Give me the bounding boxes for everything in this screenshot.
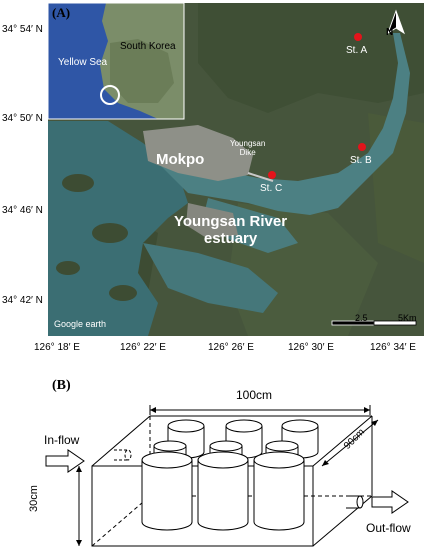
panel-b-diagram: (B) [0,372,428,550]
estuary-label-line1: Youngsan River [174,213,288,230]
lon-tick-5: 126° 34′ E [370,342,416,353]
lon-tick-3: 126° 26′ E [208,342,254,353]
inflow-label: In-flow [44,433,80,447]
station-c-marker [268,171,276,179]
north-arrow-label: N [386,27,394,38]
station-c-label: St. C [260,183,283,194]
satellite-map: (A) South Korea Yellow Sea N Mokpo Young… [48,3,424,336]
inset-sea-label: Yellow Sea [58,57,108,68]
lat-tick-3: 34° 46′ N [2,205,43,216]
station-b-label: St. B [350,155,372,166]
dike-label-line2: Dike [239,148,256,157]
estuary-label-line2: estuary [203,230,258,247]
station-b-marker [358,143,366,151]
mokpo-label: Mokpo [156,151,205,168]
google-earth-credit: Google earth [54,319,107,329]
dike-label-line1: Youngsan [230,139,266,148]
satellite-terrain [48,3,424,336]
lon-tick-4: 126° 30′ E [288,342,334,353]
width-label: 100cm [236,388,273,402]
lat-tick-2: 34° 50′ N [2,113,43,124]
station-a-label: St. A [346,45,368,56]
outflow-label: Out-flow [366,521,411,535]
inset-country-label: South Korea [120,41,176,52]
panel-a-label: (A) [52,5,71,20]
panel-a-map: 34° 54′ N 34° 50′ N 34° 46′ N 34° 42′ N … [2,3,424,353]
panel-b-label: (B) [52,378,71,393]
lon-tick-1: 126° 18′ E [34,342,80,353]
scale-mid-label: 2.5 [355,313,368,323]
height-label: 30cm [28,485,40,512]
station-a-marker [354,33,362,41]
lon-tick-2: 126° 22′ E [120,342,166,353]
tank-schematic [45,405,409,547]
lat-tick-4: 34° 42′ N [2,295,43,306]
scale-end-label: 5Km [398,313,417,323]
lat-tick-1: 34° 54′ N [2,24,43,35]
